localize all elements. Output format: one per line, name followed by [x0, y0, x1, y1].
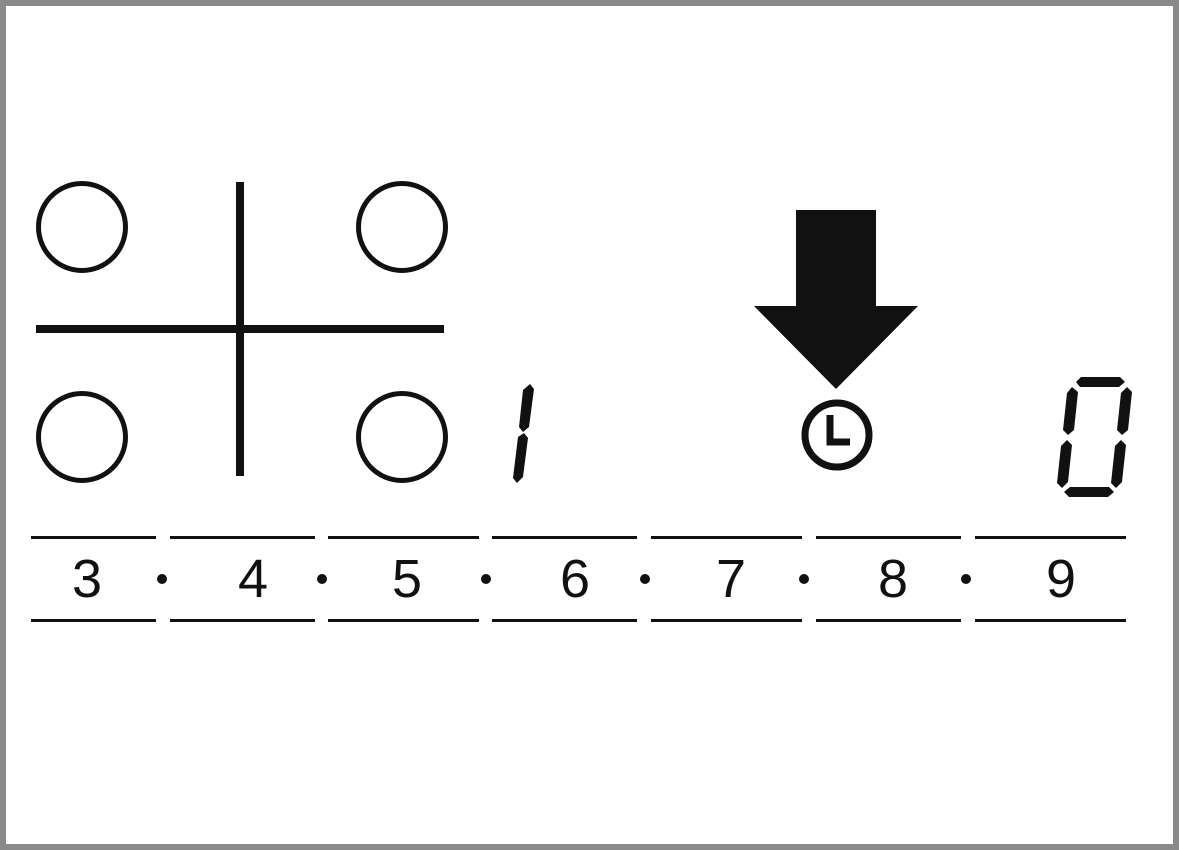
segment-upper-right [1117, 387, 1132, 435]
separator-dot [157, 574, 167, 584]
scale-top-bar-4 [492, 536, 637, 539]
zone-rear-left-icon[interactable] [36, 181, 128, 273]
scale-top-bar-1 [31, 536, 156, 539]
separator-dot [481, 574, 491, 584]
scale-bottom-bar-3 [328, 619, 479, 622]
scale-top-bar-3 [328, 536, 479, 539]
scale-top-bar-6 [816, 536, 961, 539]
scale-bottom-bar-4 [492, 619, 637, 622]
segment-top [1076, 377, 1125, 387]
scale-bottom-bar-2 [170, 619, 315, 622]
clock-icon[interactable] [798, 396, 876, 474]
segment-lower-right [513, 433, 528, 483]
seven-segment-digit-right [1057, 377, 1132, 497]
scale-top-bar-7 [975, 536, 1126, 539]
level-label[interactable]: 5 [391, 549, 423, 609]
seven-segment-digit-left [513, 384, 534, 483]
level-label[interactable]: 3 [71, 549, 103, 609]
scale-top-bar-5 [651, 536, 802, 539]
separator-dot [961, 574, 971, 584]
level-label[interactable]: 4 [237, 549, 269, 609]
zone-divider-horizontal [36, 325, 444, 333]
scale-bottom-bar-5 [651, 619, 802, 622]
segment-lower-right [1111, 440, 1126, 488]
separator-dot [640, 574, 650, 584]
zone-front-right-icon[interactable] [356, 391, 448, 483]
scale-bottom-bar-1 [31, 619, 156, 622]
level-label[interactable]: 8 [877, 549, 909, 609]
separator-dot [317, 574, 327, 584]
segment-lower-left [1057, 440, 1072, 488]
level-label[interactable]: 6 [559, 549, 591, 609]
down-arrow-icon [754, 210, 918, 389]
level-label[interactable]: 7 [715, 549, 747, 609]
scale-bottom-bar-6 [816, 619, 961, 622]
zone-front-left-icon[interactable] [36, 391, 128, 483]
scale-bottom-bar-7 [975, 619, 1126, 622]
four-cooking-zones-icon [0, 0, 460, 500]
segment-bottom [1064, 487, 1114, 497]
segment-upper-right [519, 384, 534, 432]
scale-top-bar-2 [170, 536, 315, 539]
zone-rear-right-icon[interactable] [356, 181, 448, 273]
level-label[interactable]: 9 [1045, 549, 1077, 609]
separator-dot [799, 574, 809, 584]
segment-upper-left [1063, 387, 1078, 435]
